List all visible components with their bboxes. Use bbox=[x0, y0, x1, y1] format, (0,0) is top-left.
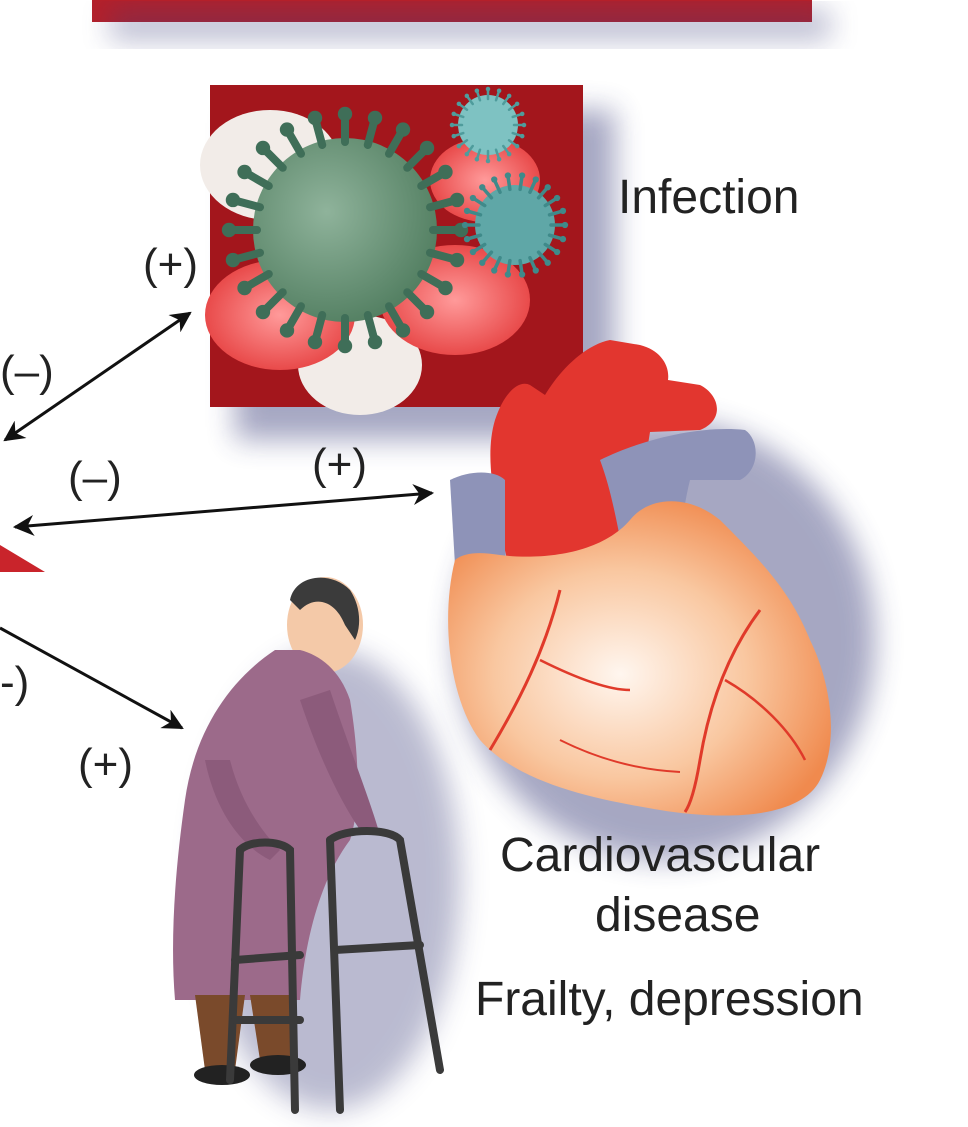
virus-spike-tip bbox=[338, 107, 352, 121]
virus-spike-tip bbox=[507, 94, 512, 99]
virus-spike-tip bbox=[280, 122, 294, 136]
virus-spike-tip bbox=[470, 195, 476, 201]
label-frailty-depression: Frailty, depression bbox=[475, 972, 864, 1027]
label-infection: Infection bbox=[618, 170, 799, 225]
virus-spike-tip bbox=[560, 236, 566, 242]
virus-spike-tip bbox=[280, 323, 294, 337]
virus-spike-tip bbox=[491, 176, 497, 182]
sign-frailty-plus: (+) bbox=[78, 740, 133, 790]
virus-spike-tip bbox=[226, 253, 240, 267]
virus-spike-tip bbox=[438, 165, 452, 179]
virus-spike-tip bbox=[533, 267, 539, 273]
virus-spike-tip bbox=[545, 184, 551, 190]
sign-infection-minus: (–) bbox=[0, 347, 54, 397]
virus-spike-tip bbox=[457, 144, 462, 149]
virus-spike-tip bbox=[438, 281, 452, 295]
virus-spike-tip bbox=[256, 141, 270, 155]
sign-infection-plus: (+) bbox=[143, 240, 198, 290]
virus-spike-tip bbox=[519, 172, 525, 178]
virus-spike-tip bbox=[497, 157, 502, 162]
virus-spike-tip bbox=[222, 223, 236, 237]
virus-spike-tip bbox=[507, 152, 512, 157]
virus-spike-tip bbox=[520, 112, 525, 117]
virus-spike-tip bbox=[308, 335, 322, 349]
virus-spike-tip bbox=[237, 165, 251, 179]
virus-spike-tip bbox=[457, 102, 462, 107]
virus-spike-tip bbox=[515, 102, 520, 107]
virus-spike-tip bbox=[475, 89, 480, 94]
virus-spike-tip bbox=[515, 144, 520, 149]
virus-spike-tip bbox=[560, 208, 566, 214]
virus-spike-tip bbox=[226, 193, 240, 207]
sign-heart-minus: (–) bbox=[68, 453, 122, 503]
virus-spike-tip bbox=[452, 134, 457, 139]
virus-spike-tip bbox=[368, 335, 382, 349]
virus-spike-tip bbox=[308, 111, 322, 125]
virus-spike-tip bbox=[479, 260, 485, 266]
virus-spike-tip bbox=[237, 281, 251, 295]
virus-spike-tip bbox=[465, 94, 470, 99]
virus-spike-tip bbox=[497, 89, 502, 94]
virus-spike-tip bbox=[505, 271, 511, 277]
virus-spike-tip bbox=[533, 176, 539, 182]
label-disease: disease bbox=[595, 888, 760, 943]
sign-heart-plus: (+) bbox=[312, 440, 367, 490]
virus-spike-tip bbox=[545, 260, 551, 266]
virus-spike-tip bbox=[562, 222, 568, 228]
virus-icon bbox=[200, 85, 583, 415]
virus-spike-tip bbox=[465, 152, 470, 157]
virus-spike-tip bbox=[491, 267, 497, 273]
virus-spike-tip bbox=[464, 236, 470, 242]
virus-spike-tip bbox=[452, 112, 457, 117]
heart-icon bbox=[448, 340, 831, 816]
virus-spike-tip bbox=[368, 111, 382, 125]
virus-spike-tip bbox=[522, 123, 527, 128]
virus-spike-tip bbox=[554, 195, 560, 201]
virus-spike-tip bbox=[464, 208, 470, 214]
virus-spike-tip bbox=[420, 141, 434, 155]
virus-spike-tip bbox=[520, 134, 525, 139]
label-cardiovascular: Cardiovascular bbox=[500, 828, 820, 883]
virus-spike-tip bbox=[486, 159, 491, 164]
virus-spike-tip bbox=[486, 87, 491, 92]
virus-spike-tip bbox=[396, 323, 410, 337]
virus-spike-tip bbox=[479, 184, 485, 190]
virus-spike-tip bbox=[519, 271, 525, 277]
virus-spike-tip bbox=[450, 253, 464, 267]
virus-spike-tip bbox=[256, 305, 270, 319]
virus-spike-tip bbox=[420, 305, 434, 319]
virus-spike-tip bbox=[475, 157, 480, 162]
virus-spike-tip bbox=[470, 249, 476, 255]
virus-spike-tip bbox=[450, 123, 455, 128]
virus-spike-tip bbox=[554, 249, 560, 255]
virus-spike-tip bbox=[338, 339, 352, 353]
virus-spike-tip bbox=[505, 172, 511, 178]
virus-spike-tip bbox=[450, 193, 464, 207]
sign-frailty-minus: -) bbox=[0, 658, 29, 708]
virus-spike-tip bbox=[396, 122, 410, 136]
virus-spike-tip bbox=[462, 222, 468, 228]
